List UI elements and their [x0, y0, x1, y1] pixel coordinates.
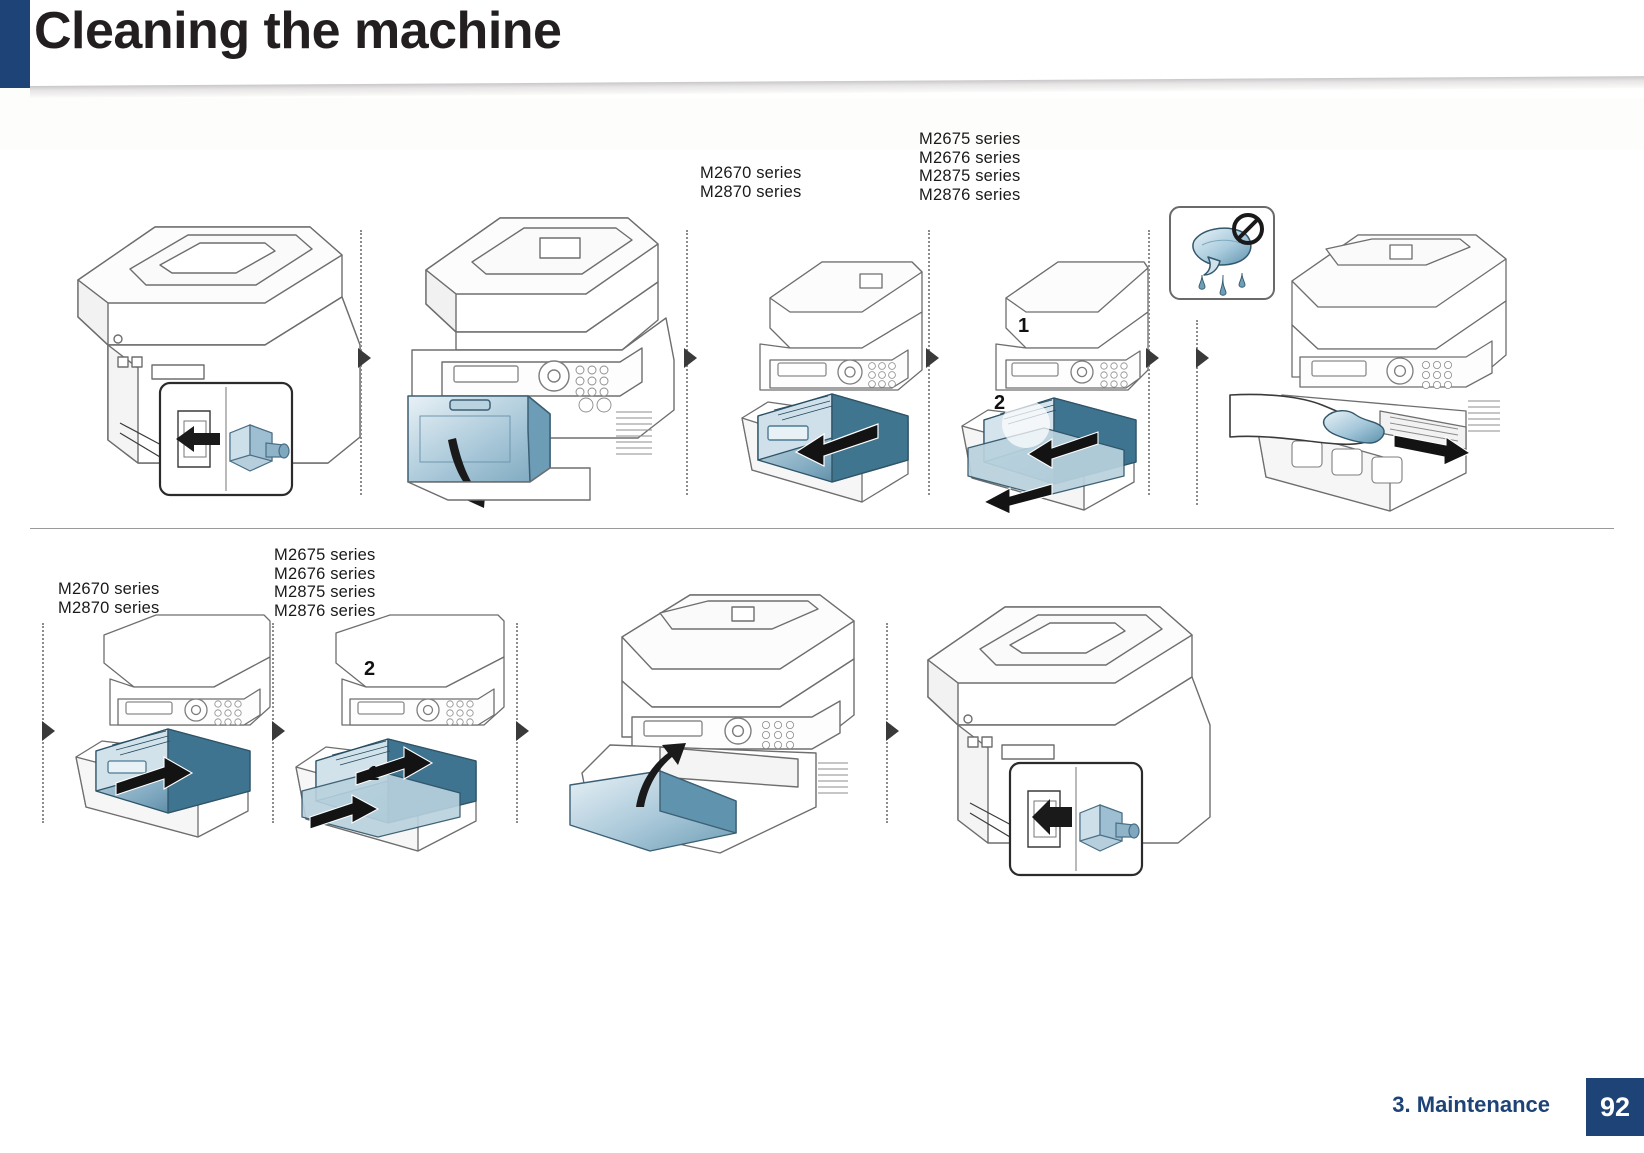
page-title: Cleaning the machine: [34, 2, 562, 60]
step-5-no-wet-cloth-box: [1168, 205, 1280, 305]
flow-arrow-icon: [1196, 348, 1209, 368]
step-8-illustration: 2 1: [286, 614, 506, 852]
cleaning-procedure-figure: M2670 series M2870 series M2675 series M…: [0, 120, 1644, 920]
flow-arrow-icon: [684, 348, 697, 368]
step-4-illustration: 1 2: [948, 220, 1149, 520]
header-underblock: [0, 98, 1644, 150]
page-number: 92: [1599, 1091, 1631, 1122]
flow-arrow-icon: [516, 721, 529, 741]
row-divider: [30, 528, 1614, 529]
model-label-right: M2675 series M2676 series M2875 series M…: [919, 130, 1021, 204]
header-divider: [30, 76, 1644, 98]
step-9-illustration: [540, 594, 880, 855]
step-3-illustration: [712, 220, 923, 520]
step-separator: [1196, 320, 1200, 505]
flow-arrow-icon: [926, 348, 939, 368]
flow-arrow-icon: [886, 721, 899, 741]
step-7-illustration: [64, 614, 274, 838]
procedure-row-1: M2670 series M2870 series M2675 series M…: [0, 120, 1644, 520]
page-number-badge: 92: [1586, 1078, 1644, 1136]
header-accent-bar: [0, 0, 30, 88]
callout-number-1: 1: [368, 763, 380, 785]
step-2-illustration: [390, 200, 680, 520]
flow-arrow-icon: [1146, 348, 1159, 368]
footer-chapter-label: 3. Maintenance: [1392, 1092, 1550, 1117]
model-label-left: M2670 series M2870 series: [700, 164, 802, 201]
step-6-illustration: [1229, 205, 1520, 520]
model-label-right: M2675 series M2676 series M2875 series M…: [274, 546, 376, 620]
callout-number-2: 2: [364, 658, 376, 680]
page-footer: 3. Maintenance 92: [0, 1040, 1644, 1153]
flow-arrow-icon: [272, 721, 285, 741]
model-label-left: M2670 series M2870 series: [58, 580, 160, 617]
procedure-row-2: M2670 series M2870 series M2675 series M…: [0, 535, 1644, 920]
flow-arrow-icon: [358, 348, 371, 368]
step-1-illustration: [60, 205, 361, 515]
callout-number-1: 1: [1018, 315, 1030, 337]
page-header: Cleaning the machine: [0, 0, 1644, 150]
step-10-illustration: [910, 585, 1211, 885]
flow-arrow-icon: [42, 721, 55, 741]
callout-number-2: 2: [994, 392, 1006, 414]
